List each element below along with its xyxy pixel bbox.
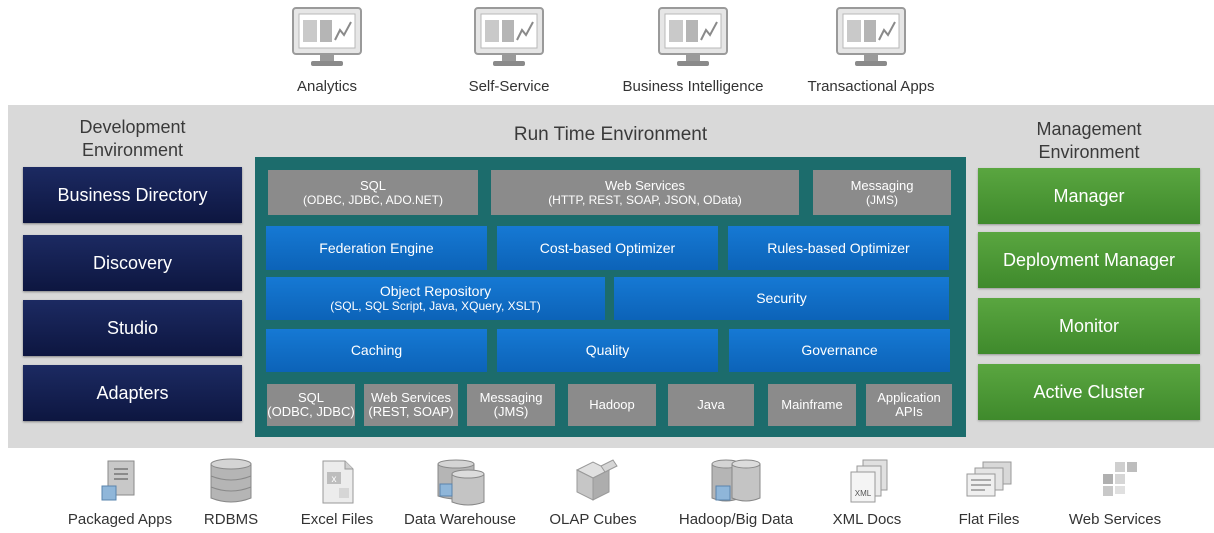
consumer-label: Analytics <box>296 78 358 95</box>
source-label: Flat Files <box>958 511 1020 528</box>
dev-discovery: Discovery <box>23 235 242 291</box>
consumer-transactional-apps: Transactional Apps <box>786 6 956 98</box>
source-flat-files: Flat Files <box>942 458 1036 528</box>
adapter-java: Java <box>668 384 754 426</box>
monitor-icon <box>292 7 362 66</box>
interface-sql: SQL (ODBC, JDBC, ADO.NET) <box>268 170 478 215</box>
database-icon <box>210 458 252 503</box>
olap-cube-icon <box>575 459 618 501</box>
caching: Caching <box>266 329 487 372</box>
source-label: Packaged Apps <box>67 511 173 528</box>
security: Security <box>614 277 949 320</box>
dev-business-directory: Business Directory <box>23 167 242 223</box>
dev-studio: Studio <box>23 300 242 356</box>
source-label: RDBMS <box>203 511 259 528</box>
source-excel-files: x Excel Files <box>288 458 386 528</box>
monitor-icon <box>658 7 728 66</box>
development-title: Development Environment <box>23 115 242 163</box>
dev-adapters: Adapters <box>23 365 242 421</box>
quality: Quality <box>497 329 718 372</box>
consumer-business-intelligence: Business Intelligence <box>608 6 778 98</box>
source-label: Web Services <box>1068 511 1162 528</box>
source-xml-docs: XML XML Docs <box>820 458 914 528</box>
consumer-label: Business Intelligence <box>622 78 764 95</box>
source-web-services: Web Services <box>1060 458 1170 528</box>
development-title-line1: Development <box>79 117 186 137</box>
xml-docs-icon: XML <box>850 459 888 503</box>
management-title-line1: Management <box>1036 119 1142 139</box>
data-warehouse-icon <box>437 459 485 506</box>
management-title-line2: Environment <box>1038 142 1140 162</box>
monitor-icon <box>474 7 544 66</box>
hadoop-icon <box>711 459 761 502</box>
federation-engine: Federation Engine <box>266 226 487 270</box>
mgmt-deployment-manager: Deployment Manager <box>978 232 1200 288</box>
svg-text:x: x <box>332 474 337 485</box>
source-label: Hadoop/Big Data <box>678 511 794 528</box>
consumer-label: Self-Service <box>468 78 550 95</box>
source-label: Data Warehouse <box>403 511 516 528</box>
development-title-line2: Environment <box>81 140 184 160</box>
adapter-application-apis: Application APIs <box>866 384 952 426</box>
mgmt-active-cluster: Active Cluster <box>978 364 1200 420</box>
management-title: Management Environment <box>978 117 1200 165</box>
adapter-messaging: Messaging (JMS) <box>467 384 555 426</box>
packaged-apps-icon <box>101 460 135 501</box>
adapter-sql: SQL (ODBC, JDBC) <box>267 384 355 426</box>
mgmt-monitor: Monitor <box>978 298 1200 354</box>
adapter-mainframe: Mainframe <box>768 384 856 426</box>
adapter-hadoop: Hadoop <box>568 384 656 426</box>
monitor-icon <box>836 7 906 66</box>
mgmt-manager: Manager <box>978 168 1200 224</box>
source-label: XML Docs <box>832 511 902 528</box>
runtime-title: Run Time Environment <box>513 124 708 145</box>
cost-based-optimizer: Cost-based Optimizer <box>497 226 718 270</box>
governance: Governance <box>729 329 950 372</box>
flat-files-icon <box>966 461 1012 497</box>
excel-file-icon: x <box>322 460 354 504</box>
source-rdbms: RDBMS <box>190 458 272 528</box>
object-repository: Object Repository (SQL, SQL Script, Java… <box>266 277 605 320</box>
rules-based-optimizer: Rules-based Optimizer <box>728 226 949 270</box>
consumer-self-service: Self-Service <box>424 6 594 98</box>
source-olap-cubes: OLAP Cubes <box>536 458 650 528</box>
interface-web-services: Web Services (HTTP, REST, SOAP, JSON, OD… <box>491 170 799 215</box>
source-packaged-apps: Packaged Apps <box>60 458 180 528</box>
source-data-warehouse: Data Warehouse <box>396 458 524 528</box>
adapter-web-services: Web Services (REST, SOAP) <box>364 384 458 426</box>
source-label: Excel Files <box>300 511 374 528</box>
consumer-label: Transactional Apps <box>807 78 935 95</box>
web-services-icon <box>1103 462 1137 496</box>
source-hadoop: Hadoop/Big Data <box>668 458 804 528</box>
consumer-analytics: Analytics <box>242 6 412 98</box>
interface-messaging: Messaging (JMS) <box>813 170 951 215</box>
svg-text:XML: XML <box>855 489 872 498</box>
source-label: OLAP Cubes <box>549 511 637 528</box>
